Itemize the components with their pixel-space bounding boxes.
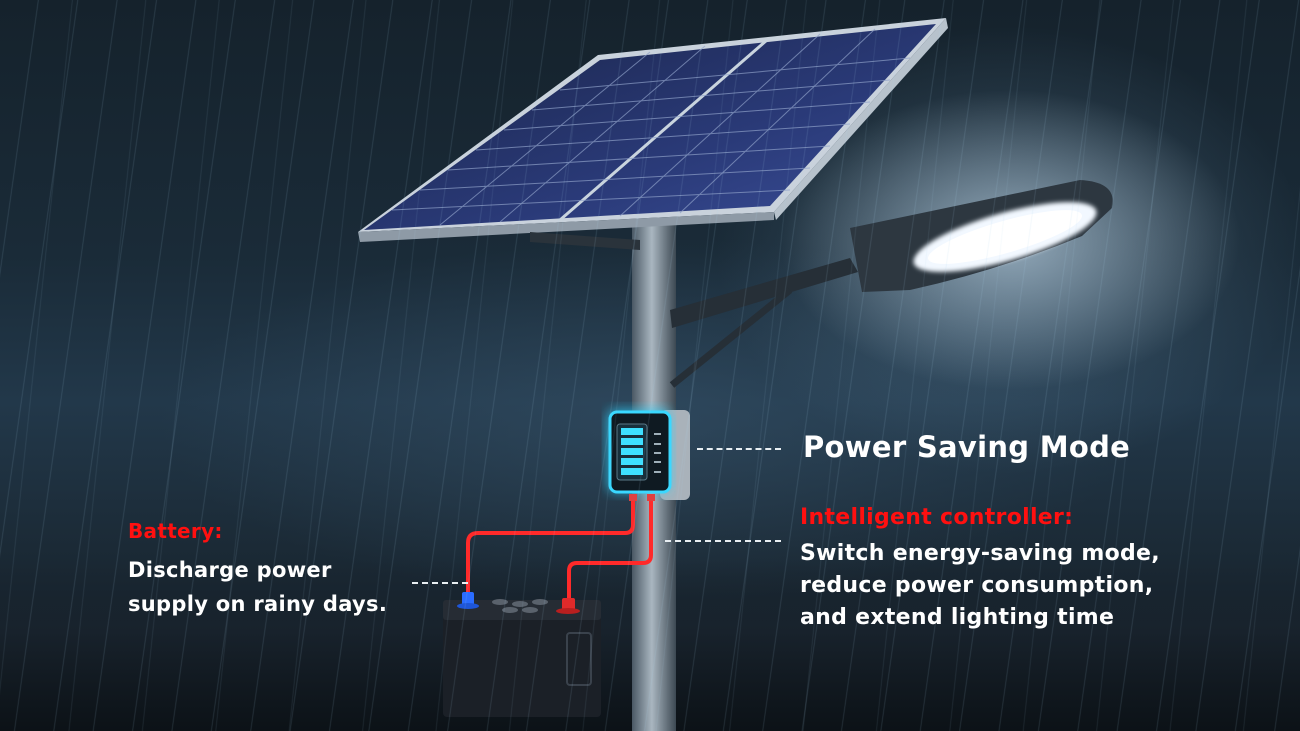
solar-panel-icon xyxy=(358,18,948,250)
controller-box-icon xyxy=(608,410,690,501)
street-lamp-icon xyxy=(850,180,1113,292)
battery-leader-line xyxy=(412,582,468,584)
controller-leader-line xyxy=(665,540,781,542)
battery-icon xyxy=(443,592,601,717)
battery-line-2: supply on rainy days. xyxy=(128,592,388,616)
power-saving-mode-title: Power Saving Mode xyxy=(803,430,1131,464)
controller-line-1: Switch energy-saving mode, xyxy=(800,541,1160,566)
controller-callout-body: Switch energy-saving mode, reduce power … xyxy=(800,538,1160,634)
controller-line-3: and extend lighting time xyxy=(800,605,1115,630)
red-wires xyxy=(466,501,653,600)
power-saving-leader-line xyxy=(697,448,781,450)
controller-callout-title: Intelligent controller: xyxy=(800,505,1074,530)
battery-callout-body: Discharge power supply on rainy days. xyxy=(128,553,387,621)
battery-callout-title: Battery: xyxy=(128,519,223,543)
controller-line-2: reduce power consumption, xyxy=(800,573,1154,598)
battery-line-1: Discharge power xyxy=(128,558,332,582)
lamp-arm xyxy=(669,258,858,388)
